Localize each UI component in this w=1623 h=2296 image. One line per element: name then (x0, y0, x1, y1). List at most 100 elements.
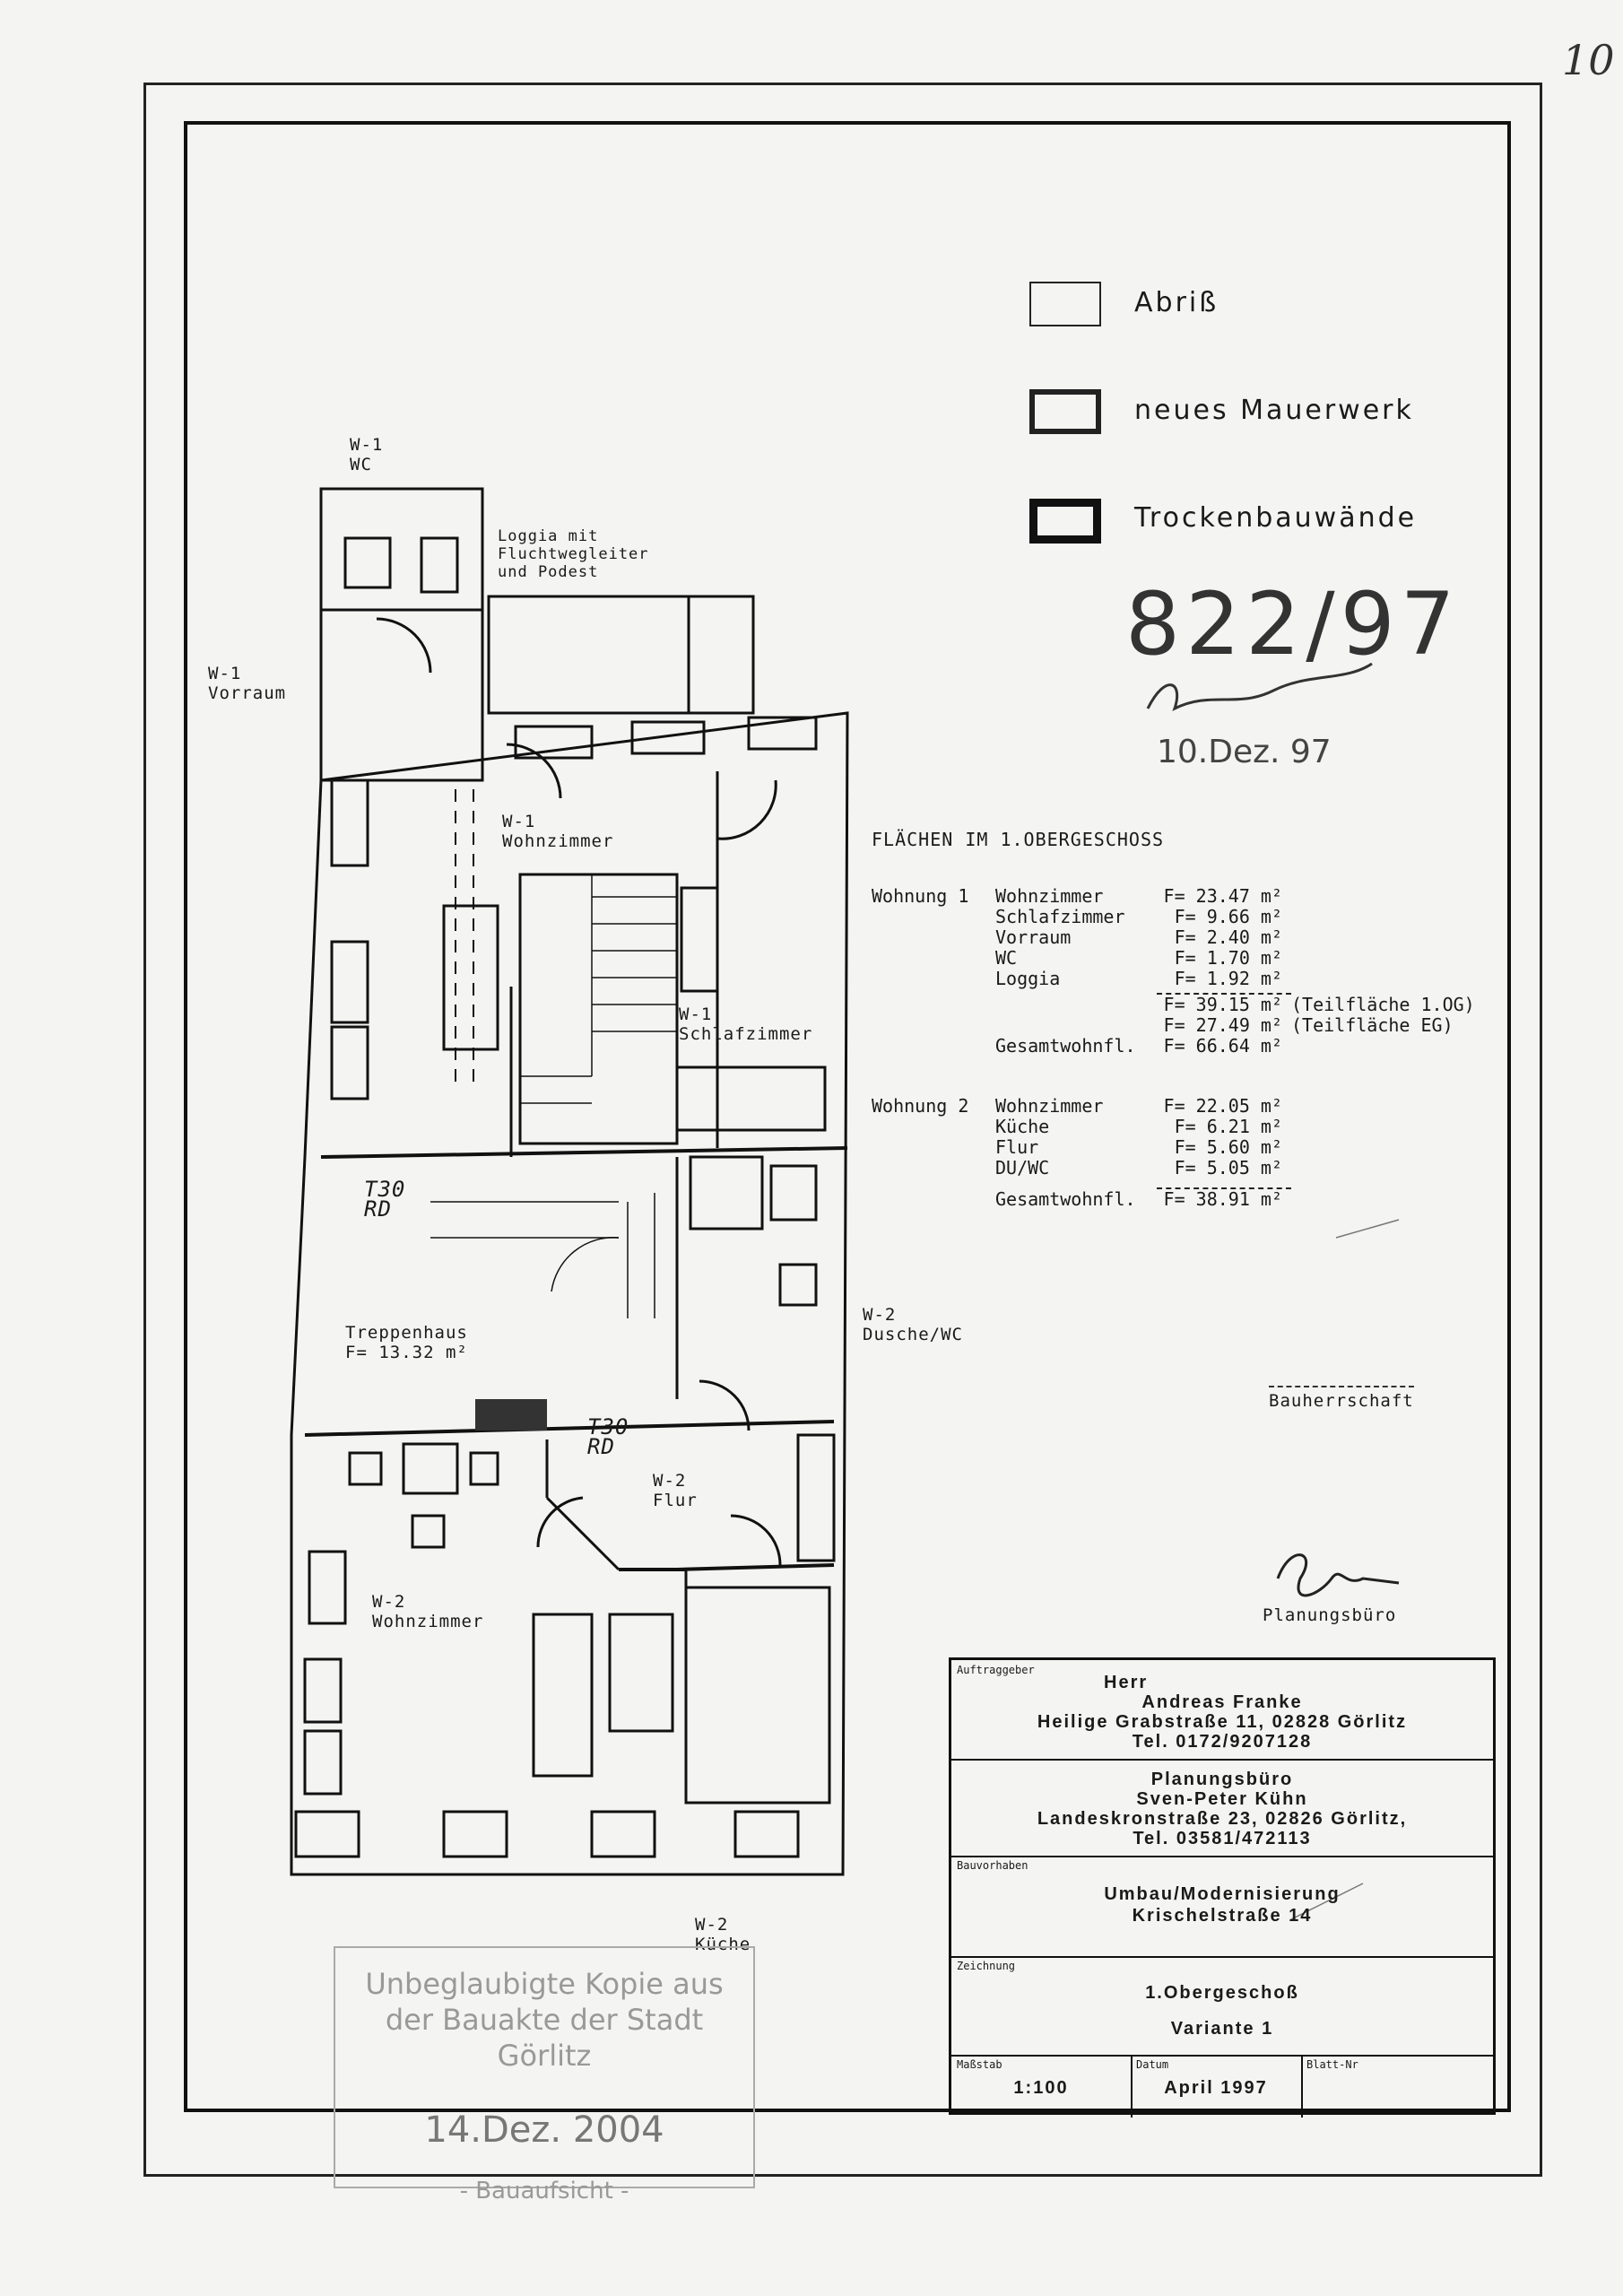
area-room: Wohnzimmer (995, 885, 1104, 907)
area-row: Wohnung 1 Wohnzimmer F= 23.47 m² (872, 886, 1517, 907)
building-outline (290, 711, 849, 1876)
area-row: Wohnung 2 Wohnzimmer F= 22.05 m² (872, 1096, 1517, 1117)
planer-line: Planungsbüro (1150, 1770, 1294, 1789)
area-row: Schlafzimmer F= 9.66 m² (872, 907, 1517, 927)
legend-label-trockenbau: Trockenbauwände (1134, 502, 1418, 534)
room-label-w2-wohnzimmer: W-2 Wohnzimmer (372, 1592, 484, 1631)
planer-line: Sven-Peter Kühn (1136, 1789, 1308, 1809)
certified-copy-stamp: Unbeglaubigte Kopie aus der Bauakte der … (334, 1946, 755, 2205)
stamp-date: 14.Dez. 2004 (424, 2109, 664, 2151)
room-label-w1-wohnzimmer: W-1 Wohnzimmer (502, 812, 614, 851)
planer-signature-label: Planungsbüro (1263, 1605, 1397, 1625)
area-room: WC (995, 947, 1018, 969)
area-value: F= 1.92 m² (1174, 968, 1282, 989)
area-row: Flur F= 5.60 m² (872, 1137, 1517, 1158)
room-label-loggia: Loggia mit Fluchtwegleiter und Podest (498, 527, 649, 581)
legend-label-mauerwerk: neues Mauerwerk (1134, 395, 1414, 426)
apartment-label: Wohnung 1 (872, 885, 969, 907)
subtotal-value: F= 27.49 m² (1163, 1014, 1282, 1036)
area-value: F= 22.05 m² (1163, 1095, 1282, 1117)
drawing-variant: Variante 1 (1170, 2019, 1274, 2039)
registration-date-stamp: 10.Dez. 97 (1157, 734, 1332, 770)
area-value: F= 1.70 m² (1174, 947, 1282, 969)
stamp-line: - Bauaufsicht - (459, 2178, 629, 2205)
project-line: Krischelstraße 14 (1132, 1906, 1313, 1926)
area-value: F= 23.47 m² (1163, 885, 1282, 907)
drawing-title: 1.Obergeschoß (1145, 1983, 1299, 2003)
bauherr-signature-label: Bauherrschaft (1269, 1386, 1414, 1411)
sum-divider (1157, 1187, 1291, 1189)
room-label-w1-schlafzimmer: W-1 Schlafzimmer (679, 1004, 813, 1044)
sum-divider (1157, 993, 1291, 995)
wc-tower (319, 487, 484, 782)
apartment-label: Wohnung 2 (872, 1095, 969, 1117)
room-label-w2-dusche: W-2 Dusche/WC (863, 1305, 963, 1344)
subtotal-note: (Teilfläche 1.OG) (1291, 994, 1475, 1015)
caption-bauvorhaben: Bauvorhaben (957, 1859, 1028, 1872)
loggia-outline (487, 595, 755, 715)
legend-swatch-abriss (1029, 282, 1101, 326)
scale-value: 1:100 (1013, 2078, 1069, 2098)
project-line: Umbau/Modernisierung (1104, 1884, 1341, 1904)
room-label-w1-vorraum: W-1 Vorraum (208, 664, 287, 703)
area-row: Vorraum F= 2.40 m² (872, 927, 1517, 948)
area-subtotal: F= 27.49 m² (Teilfläche EG) (872, 1015, 1517, 1036)
area-subtotal: F= 39.15 m² (Teilfläche 1.OG) (872, 995, 1517, 1015)
room-label-w1-wc: W-1 WC (350, 435, 384, 474)
client-line: Heilige Grabstraße 11, 02828 Görlitz (1037, 1712, 1408, 1732)
drawing-frame (184, 121, 1511, 2112)
area-room: Flur (995, 1136, 1039, 1158)
area-value: F= 6.21 m² (1174, 1116, 1282, 1137)
planer-line: Tel. 03581/472113 (1133, 1829, 1312, 1848)
area-room: Schlafzimmer (995, 906, 1125, 927)
area-room: Loggia (995, 968, 1061, 989)
caption-massstab: Maßstab (957, 2058, 1002, 2071)
area-total: Gesamtwohnfl. F= 38.91 m² (872, 1189, 1517, 1210)
planer-signature (1276, 1553, 1400, 1597)
title-block: Auftraggeber Herr Andreas Franke Heilige… (949, 1657, 1496, 2118)
legend-label-abriss: Abriß (1134, 287, 1219, 318)
area-room: DU/WC (995, 1157, 1050, 1178)
room-label-treppenhaus: Treppenhaus F= 13.32 m² (345, 1323, 468, 1362)
client-line: Andreas Franke (1141, 1692, 1303, 1712)
subtotal-value: F= 39.15 m² (1163, 994, 1282, 1015)
area-room: Vorraum (995, 926, 1072, 948)
caption-auftraggeber: Auftraggeber (957, 1664, 1035, 1676)
area-value: F= 5.60 m² (1174, 1136, 1282, 1158)
area-total: Gesamtwohnfl. F= 66.64 m² (872, 1036, 1517, 1057)
room-label-w2-kueche: W-2 Küche (695, 1915, 751, 1954)
legend-swatch-mauerwerk (1029, 389, 1101, 434)
client-line: Tel. 0172/9207128 (1132, 1732, 1313, 1752)
subtotal-note: (Teilfläche EG) (1291, 1014, 1454, 1036)
legend-swatch-trockenbau (1029, 499, 1101, 544)
area-room: Wohnzimmer (995, 1095, 1104, 1117)
sheet-border (143, 83, 1542, 2177)
caption-zeichnung: Zeichnung (957, 1960, 1016, 1972)
total-label: Gesamtwohnfl. (995, 1035, 1136, 1057)
caption-blatt: Blatt-Nr (1306, 2058, 1358, 2071)
stamp-line: Unbeglaubigte Kopie aus (365, 1967, 724, 2001)
area-value: F= 2.40 m² (1174, 926, 1282, 948)
area-row: WC F= 1.70 m² (872, 948, 1517, 969)
stamp-line: der Bauakte der Stadt Görlitz (385, 2003, 704, 2073)
total-label: Gesamtwohnfl. (995, 1188, 1136, 1210)
area-room: Küche (995, 1116, 1050, 1137)
door-label-t30-1: T30 RD (364, 1177, 406, 1222)
planer-line: Landeskronstraße 23, 02826 Görlitz, (1037, 1809, 1408, 1829)
door-label-t30-2: T30 RD (587, 1414, 629, 1459)
area-value: F= 5.05 m² (1174, 1157, 1282, 1178)
room-label-w2-flur: W-2 Flur (653, 1471, 698, 1510)
client-line: Herr (1104, 1673, 1149, 1692)
stamp-signature (1146, 662, 1373, 711)
total-value: F= 66.64 m² (1163, 1035, 1282, 1057)
area-row: Loggia F= 1.92 m² (872, 969, 1517, 989)
page-number: 10 (1562, 36, 1615, 84)
area-value: F= 9.66 m² (1174, 906, 1282, 927)
area-row: Küche F= 6.21 m² (872, 1117, 1517, 1137)
total-value: F= 38.91 m² (1163, 1188, 1282, 1210)
registration-number-stamp: 822/97 (1125, 574, 1461, 674)
date-value: April 1997 (1164, 2078, 1268, 2098)
caption-datum: Datum (1136, 2058, 1169, 2071)
area-row: DU/WC F= 5.05 m² (872, 1158, 1517, 1178)
